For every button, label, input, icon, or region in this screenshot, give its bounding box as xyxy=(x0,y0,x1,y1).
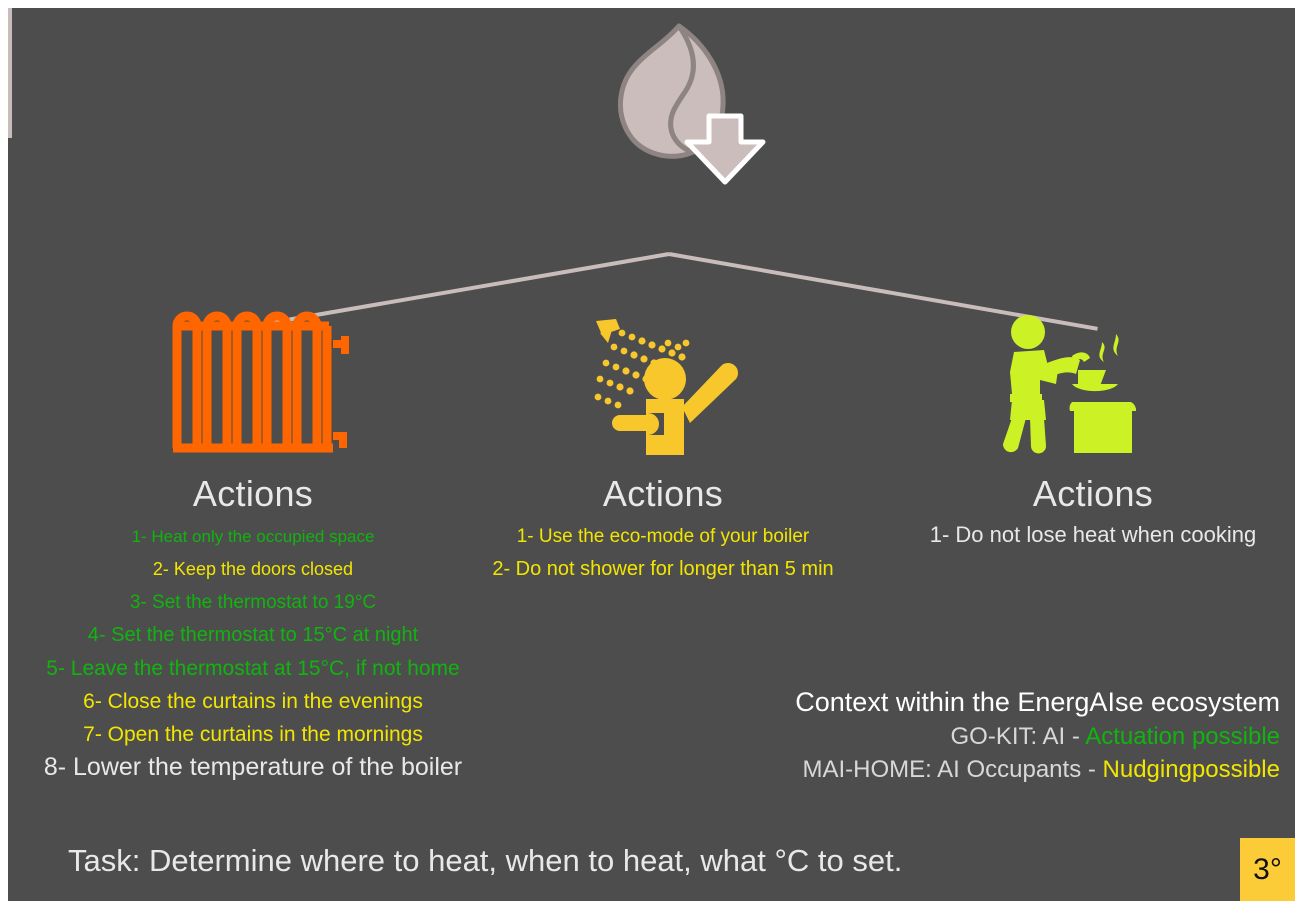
context-block: Context within the EnergAIse ecosystem G… xyxy=(640,684,1280,786)
context-title: Context within the EnergAIse ecosystem xyxy=(795,687,1280,717)
column-hot-water: Actions 1- Use the eco-mode of your boil… xyxy=(448,474,878,586)
context-line-go-kit: GO-KIT: AI - Actuation possible xyxy=(640,720,1281,753)
action-item: 4- Set the thermostat to 15°C at night xyxy=(87,623,419,646)
task-statement: Task: Determine where to heat, when to h… xyxy=(68,843,903,878)
connector-vertical-line xyxy=(8,8,12,138)
action-item: 1- Do not lose heat when cooking xyxy=(929,521,1257,547)
radiator-icon xyxy=(163,308,363,453)
action-item: 1- Heat only the occupied space xyxy=(131,526,375,546)
context-line-mai-home-highlight: Nudgingpossible xyxy=(1102,756,1280,783)
action-item: 2- Do not shower for longer than 5 min xyxy=(492,557,834,580)
action-item: 5- Leave the thermostat at 15°C, if not … xyxy=(46,656,460,680)
column-heating: Actions 1- Heat only the occupied space … xyxy=(18,474,488,784)
column-heating-heading: Actions xyxy=(192,473,314,514)
action-item: 2- Keep the doors closed xyxy=(152,558,354,579)
column-cooking: Actions 1- Do not lose heat when cooking xyxy=(888,474,1295,550)
slide-canvas: Actions 1- Heat only the occupied space … xyxy=(8,8,1295,901)
column-cooking-heading: Actions xyxy=(1032,473,1154,514)
context-line-go-kit-highlight: Actuation possible xyxy=(1085,723,1280,750)
context-line-mai-home: MAI-HOME: AI Occupants - Nudgingpossible xyxy=(640,753,1280,786)
action-item: 6- Close the curtains in the evenings xyxy=(83,689,423,713)
temperature-badge: 3° xyxy=(1240,838,1295,901)
flame-with-down-arrow-icon xyxy=(601,22,779,187)
context-line-mai-home-prefix: MAI-HOME: AI Occupants - xyxy=(802,756,1103,783)
action-item: 1- Use the eco-mode of your boiler xyxy=(516,525,810,547)
context-line-go-kit-prefix: GO-KIT: AI - xyxy=(950,723,1086,750)
person-cooking-icon xyxy=(986,308,1151,458)
action-item: 8- Lower the temperature of the boiler xyxy=(43,752,463,781)
action-item: 3- Set the thermostat to 19°C xyxy=(129,591,377,613)
action-item: 7- Open the curtains in the mornings xyxy=(83,722,423,746)
column-hot-water-heading: Actions xyxy=(602,473,724,514)
shower-person-icon xyxy=(586,313,741,458)
